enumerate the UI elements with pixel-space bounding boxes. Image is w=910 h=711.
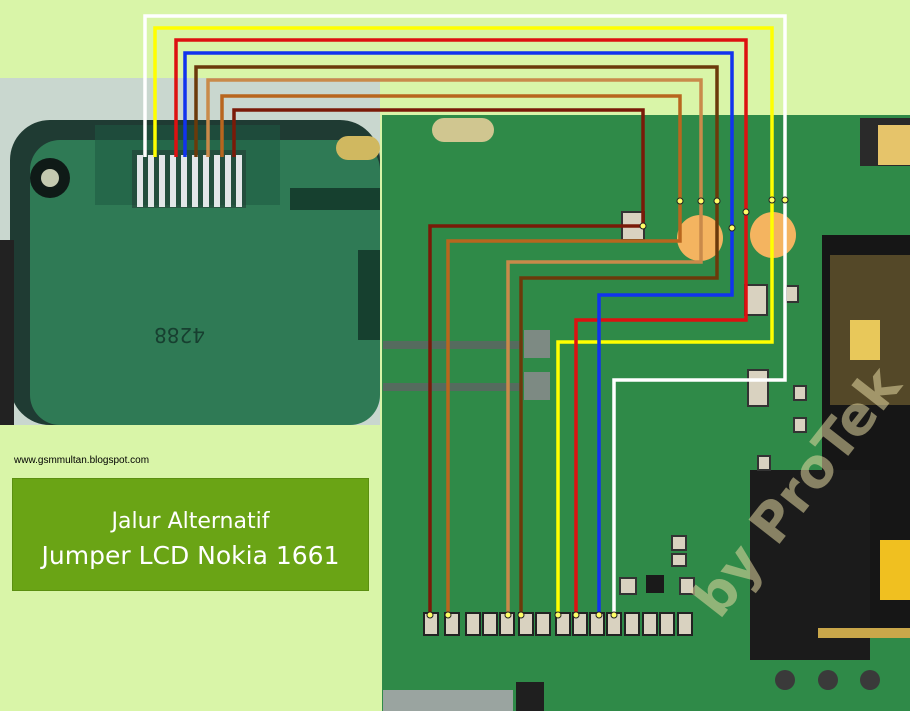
title-line-1: Jalur Alternatif: [111, 509, 270, 534]
jumper-wires: [143, 14, 787, 615]
title-line-2: Jumper LCD Nokia 1661: [41, 541, 340, 570]
junction-dots: [426, 196, 789, 619]
wire-tan: [206, 78, 703, 615]
board-marking: 4288: [154, 323, 205, 347]
left-board-photo: 4288: [0, 78, 380, 425]
wire-yellow: [153, 26, 774, 615]
wire-orange-brown: [220, 94, 682, 615]
wire-red: [174, 38, 748, 615]
smd-component-row: [423, 612, 693, 636]
lcd-connector-pins: [132, 150, 246, 208]
wire-brown: [194, 65, 719, 615]
title-box: Jalur Alternatif Jumper LCD Nokia 1661: [12, 478, 369, 591]
wire-blue: [183, 51, 734, 615]
wire-dark-red: [232, 108, 645, 615]
site-url: www.gsmmultan.blogspot.com: [14, 455, 150, 466]
